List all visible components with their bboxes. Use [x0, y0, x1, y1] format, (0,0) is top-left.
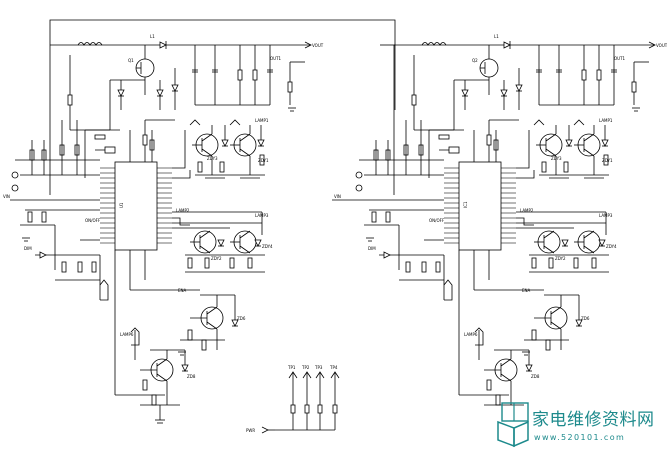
inductor-l1 — [77, 42, 103, 46]
svg-text:Q2: Q2 — [472, 58, 478, 63]
svg-text:OUT1: OUT1 — [270, 56, 282, 61]
svg-text:VIN: VIN — [334, 194, 341, 199]
svg-text:ZDY2: ZDY2 — [555, 256, 566, 261]
diode-d1 — [159, 41, 167, 49]
svg-text:LAMP6: LAMP6 — [464, 332, 478, 337]
bottom-test-block: TP1 TP2 TP3 TP4 PWR — [246, 365, 340, 434]
label-q1: Q1 — [128, 58, 134, 63]
svg-text:LAMP2: LAMP2 — [520, 208, 534, 213]
svg-text:LAMP1: LAMP1 — [255, 118, 269, 123]
tp1-label: TP1 — [287, 365, 296, 370]
svg-text:ZDY4: ZDY4 — [262, 244, 273, 249]
watermark-url-text: www.520101.com — [534, 433, 625, 442]
label-ic-u1: U1 — [119, 202, 124, 208]
svg-text:IC1: IC1 — [463, 201, 468, 208]
svg-text:VOUT: VOUT — [312, 43, 324, 48]
zener-left-1 — [117, 89, 125, 97]
svg-text:ZDY1: ZDY1 — [602, 158, 613, 163]
svg-text:DIM: DIM — [368, 246, 376, 251]
svg-text:VOUT: VOUT — [656, 43, 667, 48]
svg-text:ZD6: ZD6 — [581, 316, 590, 321]
svg-text:VIN: VIN — [3, 194, 10, 199]
svg-text:ZD8: ZD8 — [531, 374, 540, 379]
watermark: 家电维修资料网 www.520101.com — [497, 402, 655, 448]
ic-ic1 — [458, 161, 502, 251]
svg-text:ENA: ENA — [178, 288, 187, 293]
tp4-label: TP4 — [329, 365, 338, 370]
tp2-label: TP2 — [301, 365, 310, 370]
svg-text:ZDY4: ZDY4 — [606, 244, 617, 249]
right-circuit: L1 Q2 IC1 VOUT OUT1 LAMP1 LAMP2 LAMP3 ON… — [332, 34, 667, 406]
svg-text:ON/OFF: ON/OFF — [429, 218, 445, 223]
svg-text:LAMP1: LAMP1 — [599, 118, 613, 123]
pwr-label: PWR — [246, 428, 255, 433]
svg-text:ZDY1: ZDY1 — [258, 158, 269, 163]
book-logo-icon — [497, 402, 529, 448]
svg-text:ZD8: ZD8 — [187, 374, 196, 379]
svg-text:LAMP6: LAMP6 — [120, 332, 134, 337]
svg-text:ZDY2: ZDY2 — [211, 256, 222, 261]
svg-text:LAMP3: LAMP3 — [599, 213, 613, 218]
svg-text:ZDY3: ZDY3 — [207, 156, 218, 161]
left-circuit: L1 Q1 U1 VOUT OUT1 LAMP1 LAMP2 LAMP3 ON/… — [3, 34, 324, 424]
watermark-cn-text: 家电维修资料网 — [532, 410, 655, 430]
svg-text:L1: L1 — [494, 34, 499, 39]
svg-text:ZD6: ZD6 — [237, 316, 246, 321]
svg-text:ON/OFF: ON/OFF — [85, 218, 101, 223]
ic-u1 — [114, 161, 158, 251]
svg-text:LAMP2: LAMP2 — [176, 208, 190, 213]
svg-text:DIM: DIM — [24, 246, 32, 251]
svg-text:OUT1: OUT1 — [614, 56, 626, 61]
label-l1: L1 — [150, 34, 155, 39]
shared-top-rail — [49, 19, 396, 110]
svg-text:ZDY3: ZDY3 — [551, 156, 562, 161]
svg-text:ENA: ENA — [522, 288, 531, 293]
svg-text:LAMP3: LAMP3 — [255, 213, 269, 218]
tp3-label: TP3 — [314, 365, 323, 370]
